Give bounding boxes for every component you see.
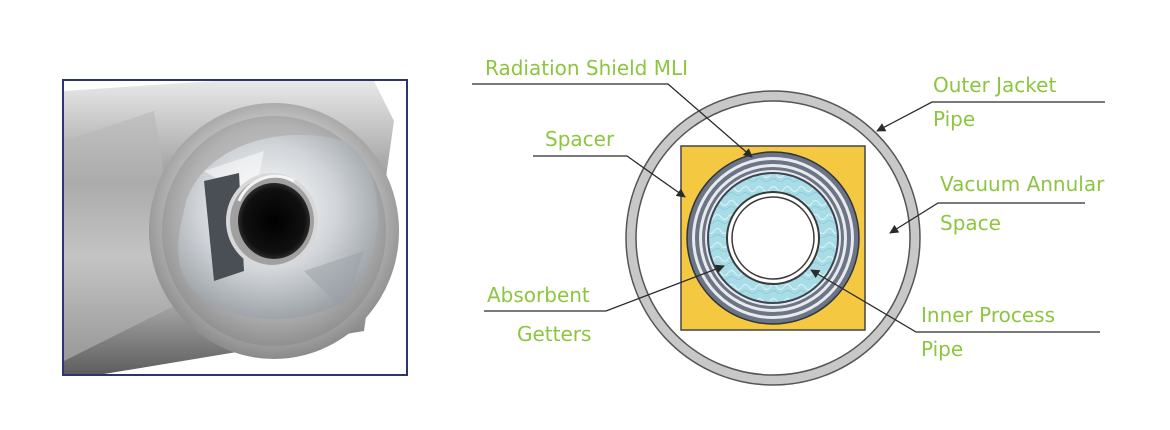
label-inner-line2: Pipe	[921, 337, 963, 361]
spacer-leader	[533, 155, 686, 198]
label-inner-line1: Inner Process	[921, 303, 1055, 327]
label-radiation-shield: Radiation Shield MLI	[485, 56, 688, 80]
label-absorbent-line1: Absorbent	[487, 283, 590, 307]
label-vacuum-line2: Space	[940, 211, 1001, 235]
outer-jacket-leader	[876, 101, 1105, 132]
label-outer-jacket-line2: Pipe	[933, 107, 975, 131]
absorbent-leader	[484, 264, 725, 312]
radiation-shield-leader	[472, 83, 753, 158]
inner-pipe-leader	[810, 269, 1100, 333]
label-vacuum-line1: Vacuum Annular	[940, 172, 1105, 196]
label-absorbent-line2: Getters	[517, 322, 591, 346]
label-spacer: Spacer	[545, 127, 615, 151]
pipe-photo	[62, 79, 408, 376]
vacuum-leader	[889, 202, 1085, 234]
pipe-photo-image	[64, 81, 406, 374]
label-outer-jacket-line1: Outer Jacket	[933, 73, 1056, 97]
